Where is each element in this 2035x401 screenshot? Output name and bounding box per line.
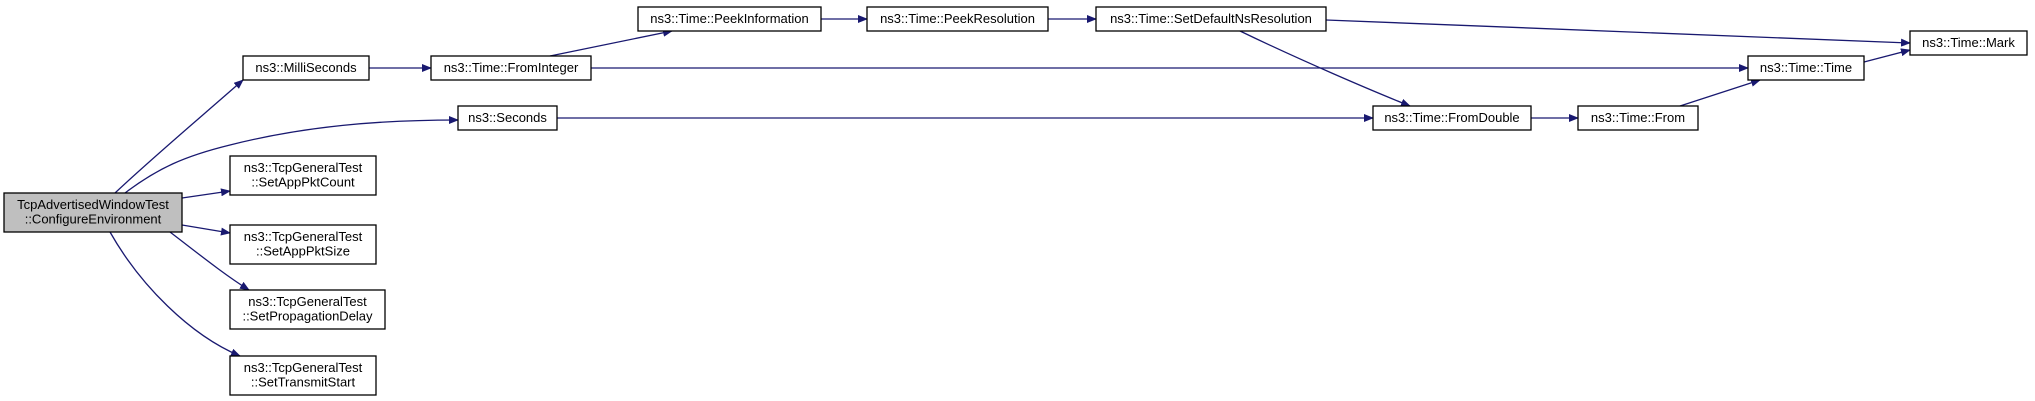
node-box bbox=[242, 55, 370, 81]
node-milliseconds[interactable]: ns3::MilliSeconds bbox=[242, 55, 370, 81]
node-label: ns3::TcpGeneralTest bbox=[244, 360, 363, 375]
edge-line bbox=[114, 79, 244, 194]
node-layer: TcpAdvertisedWindowTest::ConfigureEnviro… bbox=[3, 6, 2028, 396]
node-box bbox=[1372, 105, 1532, 131]
node-fromdouble[interactable]: ns3::Time::FromDouble bbox=[1372, 105, 1532, 131]
edge-line bbox=[1239, 30, 1411, 107]
node-label: ::SetAppPktCount bbox=[251, 175, 355, 190]
node-root[interactable]: TcpAdvertisedWindowTest::ConfigureEnviro… bbox=[3, 192, 183, 233]
node-label: ns3::Time::FromDouble bbox=[1384, 110, 1519, 125]
edge-line bbox=[124, 116, 459, 194]
node-setapppktsize[interactable]: ns3::TcpGeneralTest::SetAppPktSize bbox=[229, 224, 377, 265]
node-settransmitstart[interactable]: ns3::TcpGeneralTest::SetTransmitStart bbox=[229, 355, 377, 396]
node-label: ns3::Time::Mark bbox=[1922, 35, 2015, 50]
edge-line bbox=[109, 231, 241, 357]
edge-line bbox=[549, 28, 673, 57]
edge-frominteger-to-peekinformation bbox=[549, 28, 673, 57]
node-setpropagationdelay[interactable]: ns3::TcpGeneralTest::SetPropagationDelay bbox=[229, 289, 386, 330]
edge-line bbox=[1679, 78, 1761, 107]
node-box bbox=[457, 105, 558, 131]
edge-setdefaultnsresolution-to-fromdouble bbox=[1239, 30, 1411, 107]
node-setdefaultnsresolution[interactable]: ns3::Time::SetDefaultNsResolution bbox=[1095, 6, 1327, 32]
node-label: ns3::Time::Time bbox=[1760, 60, 1852, 75]
node-box bbox=[866, 6, 1049, 32]
edge-root-to-milliseconds bbox=[114, 79, 244, 194]
edge-setdefaultnsresolution-to-mark bbox=[1325, 19, 1911, 47]
node-label: ns3::Time::PeekInformation bbox=[650, 11, 808, 26]
node-box bbox=[430, 55, 592, 81]
edge-root-to-setapppktsize bbox=[181, 224, 231, 236]
node-box bbox=[229, 355, 377, 396]
edge-line bbox=[181, 188, 231, 199]
edge-root-to-settransmitstart bbox=[109, 231, 241, 357]
node-label: ns3::Time::PeekResolution bbox=[880, 11, 1035, 26]
node-box bbox=[1577, 105, 1699, 131]
edge-from-to-time bbox=[1679, 78, 1761, 107]
node-label: ::SetTransmitStart bbox=[251, 375, 356, 390]
edge-root-to-setpropagationdelay bbox=[169, 231, 250, 291]
node-setapppktcount[interactable]: ns3::TcpGeneralTest::SetAppPktCount bbox=[229, 155, 377, 196]
node-from[interactable]: ns3::Time::From bbox=[1577, 105, 1699, 131]
node-label: TcpAdvertisedWindowTest bbox=[17, 197, 169, 212]
node-seconds[interactable]: ns3::Seconds bbox=[457, 105, 558, 131]
node-frominteger[interactable]: ns3::Time::FromInteger bbox=[430, 55, 592, 81]
edge-layer bbox=[109, 15, 1911, 357]
node-label: ns3::Time::From bbox=[1591, 110, 1685, 125]
node-label: ns3::TcpGeneralTest bbox=[244, 160, 363, 175]
edge-root-to-setapppktcount bbox=[181, 188, 231, 199]
node-label: ns3::TcpGeneralTest bbox=[248, 294, 367, 309]
node-time[interactable]: ns3::Time::Time bbox=[1747, 55, 1865, 81]
node-label: ns3::Time::SetDefaultNsResolution bbox=[1110, 11, 1312, 26]
edge-line bbox=[181, 224, 231, 236]
node-label: ::SetAppPktSize bbox=[256, 244, 350, 259]
node-box bbox=[637, 6, 822, 32]
node-peekinformation[interactable]: ns3::Time::PeekInformation bbox=[637, 6, 822, 32]
edge-line bbox=[169, 231, 250, 291]
edge-root-to-seconds bbox=[124, 116, 459, 194]
node-box bbox=[229, 155, 377, 196]
node-label: ns3::MilliSeconds bbox=[255, 60, 357, 75]
node-label: ns3::Time::FromInteger bbox=[444, 60, 579, 75]
node-box bbox=[1747, 55, 1865, 81]
node-box bbox=[1095, 6, 1327, 32]
edge-line bbox=[1863, 48, 1911, 63]
node-label: ::SetPropagationDelay bbox=[242, 309, 373, 324]
node-box bbox=[229, 289, 386, 330]
node-label: ns3::Seconds bbox=[468, 110, 547, 125]
edge-time-to-mark bbox=[1863, 48, 1911, 63]
edge-line bbox=[1325, 19, 1911, 47]
node-box bbox=[1909, 30, 2028, 56]
node-label: ::ConfigureEnvironment bbox=[25, 212, 162, 227]
node-box bbox=[3, 192, 183, 233]
node-mark[interactable]: ns3::Time::Mark bbox=[1909, 30, 2028, 56]
node-peekresolution[interactable]: ns3::Time::PeekResolution bbox=[866, 6, 1049, 32]
node-box bbox=[229, 224, 377, 265]
node-label: ns3::TcpGeneralTest bbox=[244, 229, 363, 244]
